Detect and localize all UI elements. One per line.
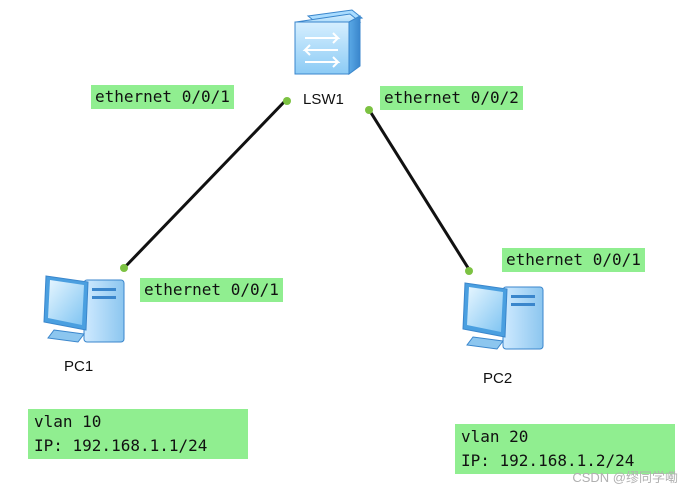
link-lsw1-pc1 bbox=[122, 98, 288, 270]
watermark: CSDN @缪同学嘞 bbox=[572, 470, 678, 485]
port-dot-lsw1-e002 bbox=[365, 106, 373, 114]
port-label-pc2-e001: ethernet 0/0/1 bbox=[502, 248, 645, 272]
pc1-vlan: vlan 10 bbox=[34, 412, 102, 431]
desktop-pc-icon[interactable] bbox=[43, 275, 125, 343]
desktop-pc-icon[interactable] bbox=[462, 282, 544, 350]
network-switch-icon[interactable] bbox=[294, 9, 364, 75]
pc2-vlan: vlan 20 bbox=[461, 427, 529, 446]
port-dot-pc1-e001 bbox=[120, 264, 128, 272]
port-dot-pc2-e001 bbox=[465, 267, 473, 275]
port-label-lsw1-e001: ethernet 0/0/1 bbox=[91, 85, 234, 109]
pc2-name: PC2 bbox=[483, 370, 513, 387]
pc2-ip: IP: 192.168.1.2/24 bbox=[461, 451, 635, 470]
pc1-info-box: vlan 10 IP: 192.168.1.1/24 bbox=[28, 409, 248, 459]
port-label-lsw1-e002: ethernet 0/0/2 bbox=[380, 86, 523, 110]
switch-name: LSW1 bbox=[303, 91, 344, 108]
port-label-pc1-e001: ethernet 0/0/1 bbox=[140, 278, 283, 302]
pc2-info-box: vlan 20 IP: 192.168.1.2/24 bbox=[455, 424, 675, 474]
pc1-ip: IP: 192.168.1.1/24 bbox=[34, 436, 208, 455]
port-dot-lsw1-e001 bbox=[283, 97, 291, 105]
pc1-name: PC1 bbox=[64, 358, 94, 375]
link-lsw1-pc2 bbox=[366, 107, 472, 272]
